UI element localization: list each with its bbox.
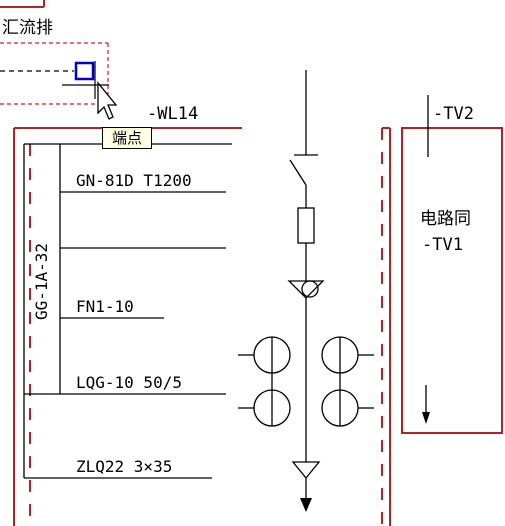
endpoint-tooltip-text: 端点: [111, 129, 142, 147]
tv2-label: -TV2: [433, 104, 474, 124]
bottom-arrow-icon: [300, 498, 312, 512]
arrow-cursor-icon: [97, 81, 118, 120]
tv-down-arrow-icon: [422, 412, 430, 424]
lqg-label: LQG-10 50/5: [76, 373, 182, 392]
endpoint-tooltip: 端点: [102, 127, 152, 149]
tv1-label: -TV1: [422, 235, 463, 255]
top-left-frame: [0, 0, 45, 8]
tv-box-frame: [401, 127, 503, 434]
wl14-label: -WL14: [147, 104, 198, 124]
circuit-symbol-stack: [287, 70, 325, 498]
fn-label: FN1-10: [76, 297, 134, 316]
busbar-dashed-box: [0, 42, 109, 105]
busbar-label: 汇流排: [2, 18, 53, 38]
endpoint-snap-icon: [74, 61, 95, 81]
current-transformers: [238, 336, 374, 427]
gg-label: GG-1A-32: [32, 243, 51, 320]
same-circuit-label: 电路同: [420, 209, 471, 229]
gn-label: GN-81D T1200: [76, 171, 192, 190]
main-panel-frame: [13, 127, 391, 526]
zlq-label: ZLQ22 3×35: [76, 457, 172, 476]
